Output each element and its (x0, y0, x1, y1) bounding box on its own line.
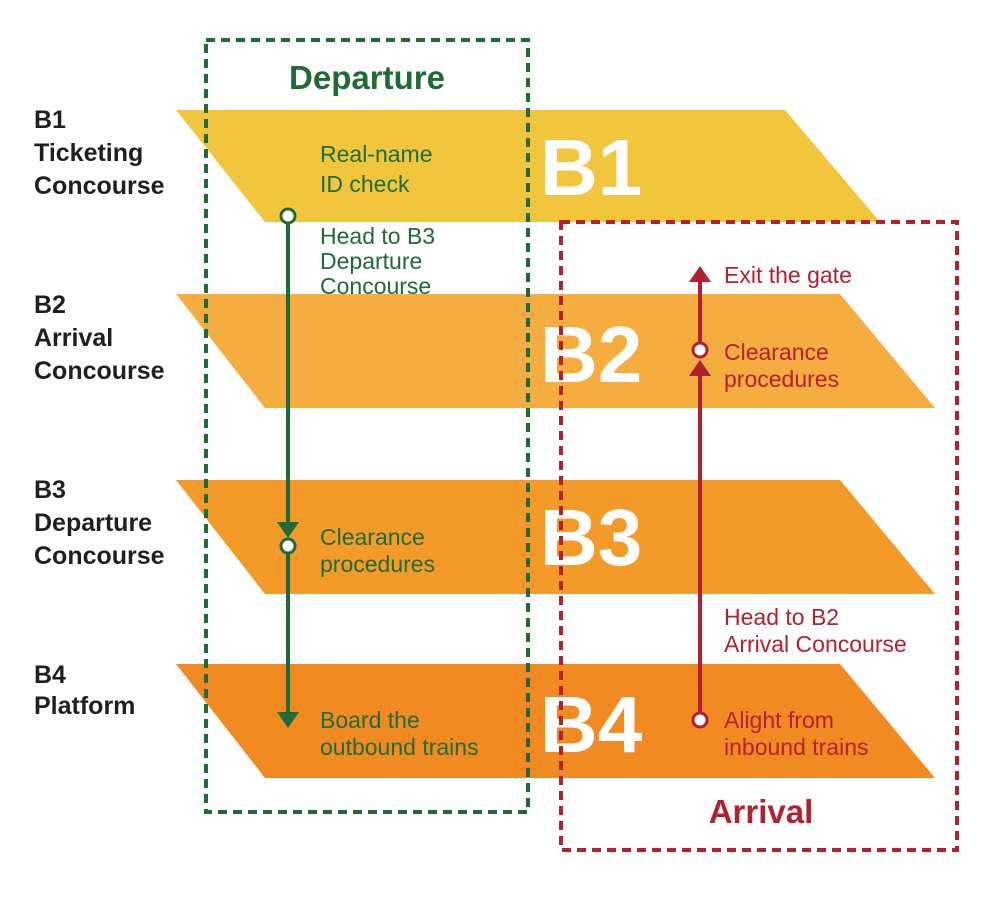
departure-step-clearance-line1: Clearance (320, 524, 425, 550)
level-label-b1-line1: B1 (34, 106, 66, 134)
arrival-node-b2 (691, 341, 709, 359)
arrival-step-alight-line1: Alight from (724, 707, 834, 733)
floor-b2-slab (176, 294, 935, 408)
arrival-step-head-to-b2: Head to B2 Arrival Concourse (724, 604, 907, 657)
level-label-b3: B3 Departure Concourse (34, 476, 165, 570)
arrival-step-head-to-b2-line2: Arrival Concourse (724, 631, 907, 657)
level-label-b2: B2 Arrival Concourse (34, 291, 165, 385)
arrival-step-exit: Exit the gate (724, 262, 852, 288)
floor-b4-slab (176, 664, 935, 778)
level-label-b2-line1: B2 (34, 291, 66, 319)
departure-arrowhead-b3 (277, 522, 299, 538)
level-label-b4-line1: B4 (34, 661, 66, 689)
arrival-step-alight-line2: inbound trains (724, 734, 869, 760)
level-label-b1-line2: Ticketing (34, 139, 143, 167)
arrival-node-b4 (691, 711, 709, 729)
level-label-b4: B4 Platform (34, 661, 135, 720)
departure-node-b3 (279, 537, 297, 555)
departure-step-head-to-b3: Head to B3 Departure Concourse (320, 223, 441, 299)
arrival-step-exit-line1: Exit the gate (724, 262, 852, 288)
level-label-b2-line2: Arrival (34, 324, 113, 352)
arrival-step-head-to-b2-line1: Head to B2 (724, 604, 839, 630)
departure-step-clearance-line2: procedures (320, 551, 435, 577)
arrival-step-alight: Alight from inbound trains (724, 707, 869, 760)
level-label-b3-line3: Concourse (34, 542, 165, 570)
floor-b3-slab (176, 480, 935, 594)
floor-b3-code: B3 (540, 493, 642, 582)
level-label-b3-line1: B3 (34, 476, 66, 504)
departure-step-head-to-b3-line1: Head to B3 (320, 223, 435, 249)
departure-step-id-check-line1: Real-name (320, 141, 433, 167)
departure-arrowhead-b4 (277, 712, 299, 728)
departure-step-board: Board the outbound trains (320, 707, 479, 760)
departure-step-head-to-b3-line2: Departure (320, 248, 422, 274)
level-label-b3-line2: Departure (34, 509, 152, 537)
arrival-step-clearance: Clearance procedures (724, 339, 839, 392)
level-label-b1: B1 Ticketing Concourse (34, 106, 165, 200)
level-label-b4-line2: Platform (34, 692, 135, 720)
departure-step-id-check: Real-name ID check (320, 141, 439, 197)
floor-b1-code: B1 (540, 123, 642, 212)
departure-title: Departure (289, 59, 445, 96)
level-label-b2-line3: Concourse (34, 357, 165, 385)
departure-box (204, 38, 530, 814)
floor-b2-code: B2 (540, 310, 642, 399)
arrival-title: Arrival (709, 793, 814, 830)
departure-node-b1 (279, 207, 297, 225)
arrival-step-clearance-line1: Clearance (724, 339, 829, 365)
departure-step-clearance: Clearance procedures (320, 524, 435, 577)
arrival-box (559, 220, 959, 852)
arrival-step-clearance-line2: procedures (724, 366, 839, 392)
floor-b4-code: B4 (540, 680, 643, 769)
departure-step-board-line1: Board the (320, 707, 420, 733)
departure-step-head-to-b3-line3: Concourse (320, 273, 431, 299)
departure-step-board-line2: outbound trains (320, 734, 479, 760)
arrival-arrowhead-b2 (689, 360, 711, 376)
level-label-b1-line3: Concourse (34, 172, 165, 200)
floor-b1-slab (176, 110, 880, 222)
departure-step-id-check-line2: ID check (320, 171, 410, 197)
arrival-arrowhead-exit (689, 266, 711, 282)
